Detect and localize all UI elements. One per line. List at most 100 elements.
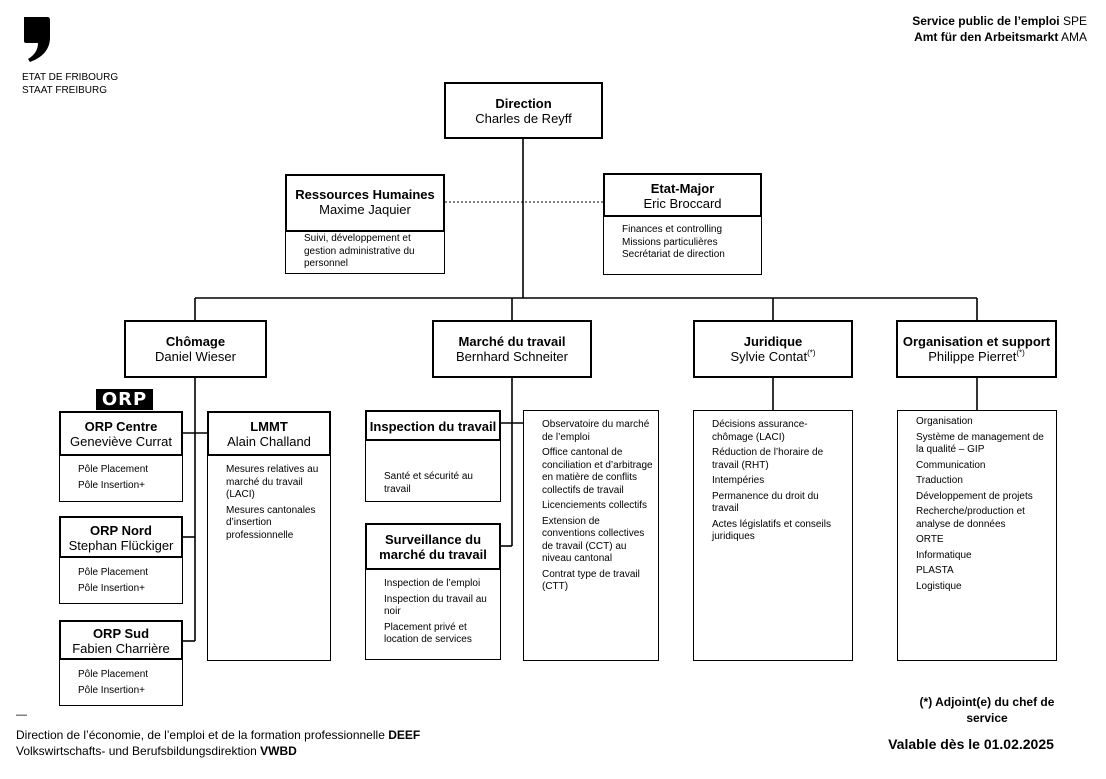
inspection-desc: Santé et sécurité au travail: [384, 471, 473, 495]
orp-centre-desc-box: Pôle Placement Pôle Insertion+: [59, 455, 183, 502]
lmmt-box: LMMT Alain Challand: [207, 411, 331, 456]
footer-directorate: Direction de l’économie, de l’emploi et …: [16, 727, 420, 759]
orga-title: Organisation et support: [902, 334, 1051, 349]
surveillance-item: Inspection du travail au noir: [384, 593, 487, 618]
valid-date: Valable dès le 01.02.2025: [888, 736, 1054, 752]
orp-nord-item: Pôle Insertion+: [78, 582, 145, 594]
surveillance-desc-box: Inspection de l’emploi Inspection du tra…: [365, 569, 501, 660]
etat-major-box: Etat-Major Eric Broccard: [603, 173, 762, 217]
surveillance-item: Placement privé et location de services: [384, 621, 472, 646]
service-abbr-de: AMA: [1060, 30, 1087, 44]
orga-list-item: Recherche/production et analyse de donné…: [916, 506, 1025, 530]
direction-name: Charles de Reyff: [475, 111, 572, 126]
surveillance-title-line1: Surveillance du: [384, 532, 482, 547]
etat-major-item: Secrétariat de direction: [622, 249, 725, 260]
orp-centre-box: ORP Centre Geneviève Currat: [59, 411, 183, 456]
rh-title: Ressources Humaines: [295, 187, 435, 202]
footer-abbr-de: VWBD: [260, 744, 297, 758]
service-abbr-fr: SPE: [1062, 14, 1087, 28]
juridique-list-item: Permanence du droit du travail: [712, 490, 819, 515]
direction-title: Direction: [495, 96, 552, 111]
footer-directorate-fr: Direction de l’économie, de l’emploi et …: [16, 728, 385, 742]
surveillance-box: Surveillance du marché du travail: [365, 523, 501, 570]
inspection-title: Inspection du travail: [369, 419, 497, 434]
marche-list-item: Contrat type de travail (CTT): [542, 568, 640, 593]
orp-centre-name: Geneviève Currat: [70, 434, 172, 449]
etat-major-item: Finances et controlling: [622, 224, 723, 235]
marche-title: Marché du travail: [458, 334, 566, 349]
orp-centre-title: ORP Centre: [84, 419, 158, 434]
service-header: Service public de l’emploi SPE Amt für d…: [912, 13, 1087, 45]
deputy-mark: (*): [807, 348, 816, 358]
inspection-desc-box: Santé et sécurité au travail: [365, 440, 501, 502]
marche-list-item: Observatoire du marché de l’emploi: [542, 419, 650, 443]
orp-sud-name: Fabien Charrière: [72, 641, 170, 656]
juridique-list-item: Intempéries: [712, 475, 765, 486]
juridique-name: Sylvie Contat: [730, 349, 808, 364]
footer-directorate-de: Volkswirtschafts- und Berufsbildungsdire…: [16, 744, 257, 758]
direction-box: Direction Charles de Reyff: [444, 82, 603, 139]
orga-list-item: Logistique: [916, 580, 962, 592]
orp-sud-item: Pôle Insertion+: [78, 684, 145, 696]
marche-list-item: Licenciements collectifs: [542, 500, 648, 511]
etat-major-title: Etat-Major: [650, 181, 715, 196]
marche-box: Marché du travail Bernhard Schneiter: [432, 320, 592, 378]
orp-nord-name: Stephan Flückiger: [68, 538, 174, 553]
juridique-list-item: Actes législatifs et conseils juridiques: [712, 518, 831, 543]
marche-name: Bernhard Schneiter: [455, 349, 568, 364]
chomage-box: Chômage Daniel Wieser: [124, 320, 267, 378]
orp-logo: ORP: [96, 389, 153, 410]
marche-list-box: Observatoire du marché de l’emploi Offic…: [523, 410, 659, 661]
orp-nord-title: ORP Nord: [90, 523, 152, 538]
juridique-list-item: Réduction de l’horaire de travail (RHT): [712, 447, 824, 471]
rh-name: Maxime Jaquier: [319, 202, 411, 217]
fribourg-logo: [22, 15, 52, 63]
orp-centre-item: Pôle Insertion+: [78, 479, 145, 491]
lmmt-item: Mesures cantonales d’insertion professio…: [226, 504, 316, 541]
orp-nord-box: ORP Nord Stephan Flückiger: [59, 516, 183, 558]
orp-sud-item: Pôle Placement: [78, 669, 149, 680]
lmmt-name: Alain Challand: [227, 434, 311, 449]
orga-box: Organisation et support Philippe Pierret…: [896, 320, 1057, 378]
orp-centre-item: Pôle Placement: [78, 464, 149, 475]
orga-list-item: Informatique: [916, 549, 972, 561]
marche-list-item: Office cantonal de conciliation et d’arb…: [542, 447, 653, 496]
inspection-box: Inspection du travail: [365, 410, 501, 441]
orga-list-item: Développement de projets: [916, 490, 1033, 502]
etat-major-name: Eric Broccard: [643, 196, 722, 211]
juridique-list-box: Décisions assurance-chômage (LACI) Réduc…: [693, 410, 853, 661]
juridique-title: Juridique: [743, 334, 803, 349]
marche-list-item: Extension de conventions collectives de …: [542, 515, 645, 565]
orga-list-item: Communication: [916, 459, 986, 471]
service-name-de: Amt für den Arbeitsmarkt: [914, 30, 1059, 44]
lmmt-desc-box: Mesures relatives au marché du travail (…: [207, 455, 331, 661]
comma-logo-icon: [24, 17, 50, 62]
etat-major-desc-box: Finances et controlling Missions particu…: [603, 216, 762, 275]
lmmt-title: LMMT: [250, 419, 288, 434]
orga-list-item: Système de management de la qualité – GI…: [916, 431, 1044, 456]
footer-abbr-fr: DEEF: [388, 728, 421, 742]
etat-major-item: Missions particulières: [622, 236, 718, 248]
orp-sud-title: ORP Sud: [92, 626, 150, 641]
orp-sud-desc-box: Pôle Placement Pôle Insertion+: [59, 659, 183, 706]
surveillance-item: Inspection de l’emploi: [384, 578, 481, 589]
orga-list-item: Traduction: [916, 475, 963, 486]
chomage-name: Daniel Wieser: [155, 349, 236, 364]
orp-nord-item: Pôle Placement: [78, 567, 149, 578]
orga-list-item: PLASTA: [916, 565, 954, 576]
orp-sud-box: ORP Sud Fabien Charrière: [59, 620, 183, 660]
chomage-title: Chômage: [165, 334, 226, 349]
state-name: ETAT DE FRIBOURG STAAT FREIBURG: [22, 71, 118, 97]
juridique-list-item: Décisions assurance-chômage (LACI): [712, 419, 808, 443]
orga-list-box: Organisation Système de management de la…: [897, 410, 1057, 661]
deputy-note: (*) Adjoint(e) du chef de service: [919, 695, 1055, 725]
service-name-fr: Service public de l’emploi: [912, 14, 1060, 28]
orga-name: Philippe Pierret: [928, 349, 1017, 364]
rh-box: Ressources Humaines Maxime Jaquier: [285, 174, 445, 232]
state-name-fr: ETAT DE FRIBOURG: [22, 72, 119, 83]
deputy-mark: (*): [1016, 348, 1025, 358]
orga-list-item: ORTE: [916, 534, 944, 545]
lmmt-item: Mesures relatives au marché du travail (…: [226, 464, 319, 500]
state-name-de: STAAT FREIBURG: [22, 85, 108, 96]
